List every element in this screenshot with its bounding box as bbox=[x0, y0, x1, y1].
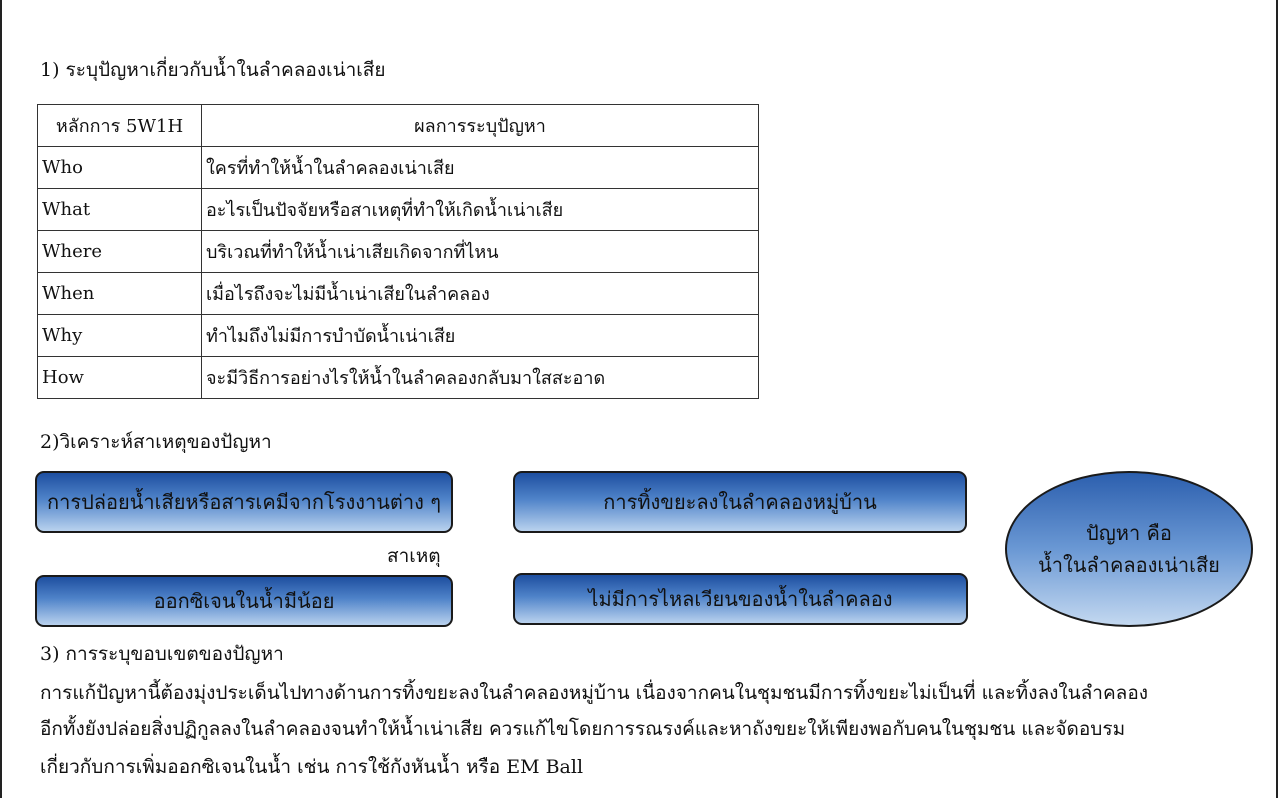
table-cell-key: Where bbox=[37, 230, 202, 273]
table-cell-value: จะมีวิธีการอย่างไรให้น้ำในลำคลองกลับมาใส… bbox=[201, 356, 759, 399]
table-header-result: ผลการระบุปัญหา bbox=[201, 104, 759, 147]
table-header-row: หลักการ 5W1H ผลการระบุปัญหา bbox=[37, 104, 759, 147]
problem-line2: น้ำในลำคลองเน่าเสีย bbox=[1038, 553, 1220, 577]
table-cell-key: How bbox=[37, 356, 202, 399]
scope-paragraph-line3: เกี่ยวกับการเพิ่มออกซิเจนในน้ำ เช่น การใ… bbox=[40, 756, 584, 778]
table-cell-key: When bbox=[37, 272, 202, 315]
table-header-principle: หลักการ 5W1H bbox=[37, 104, 202, 147]
table-row: Where บริเวณที่ทำให้น้ำเน่าเสียเกิดจากที… bbox=[37, 230, 759, 273]
table-cell-value: ใครที่ทำให้น้ำในลำคลองเน่าเสีย bbox=[201, 146, 759, 189]
cause-label: สาเหตุ bbox=[387, 545, 441, 567]
table-cell-value: เมื่อไรถึงจะไม่มีน้ำเน่าเสียในลำคลอง bbox=[201, 272, 759, 315]
scope-paragraph-line2: อีกทั้งยังปล่อยสิ่งปฏิกูลลงในลำคลองจนทำใ… bbox=[40, 718, 1126, 740]
table-cell-value: ทำไมถึงไม่มีการบำบัดน้ำเน่าเสีย bbox=[201, 314, 759, 357]
table-row: What อะไรเป็นปัจจัยหรือสาเหตุที่ทำให้เกิ… bbox=[37, 188, 759, 231]
table-cell-key: What bbox=[37, 188, 202, 231]
section2-heading: 2)วิเคราะห์สาเหตุของปัญหา bbox=[40, 431, 272, 453]
table-cell-key: Why bbox=[37, 314, 202, 357]
cause-box-low-oxygen: ออกซิเจนในน้ำมีน้อย bbox=[35, 575, 453, 627]
cause-box-factory-wastewater: การปล่อยน้ำเสียหรือสารเคมีจากโรงงานต่าง … bbox=[35, 471, 453, 533]
table-row: Who ใครที่ทำให้น้ำในลำคลองเน่าเสีย bbox=[37, 146, 759, 189]
table-row: Why ทำไมถึงไม่มีการบำบัดน้ำเน่าเสีย bbox=[37, 314, 759, 357]
scope-paragraph-line1: การแก้ปัญหานี้ต้องมุ่งประเด็นไปทางด้านกา… bbox=[40, 682, 1149, 704]
problem-line1: ปัญหา คือ bbox=[1086, 521, 1172, 545]
table-cell-value: อะไรเป็นปัจจัยหรือสาเหตุที่ทำให้เกิดน้ำเ… bbox=[201, 188, 759, 231]
table-row: How จะมีวิธีการอย่างไรให้น้ำในลำคลองกลับ… bbox=[37, 356, 759, 399]
table-cell-value: บริเวณที่ทำให้น้ำเน่าเสียเกิดจากที่ไหน bbox=[201, 230, 759, 273]
cause-box-no-circulation: ไม่มีการไหลเวียนของน้ำในลำคลอง bbox=[513, 573, 968, 625]
table-row: When เมื่อไรถึงจะไม่มีน้ำเน่าเสียในลำคลอ… bbox=[37, 272, 759, 315]
section1-heading: 1) ระบุปัญหาเกี่ยวกับน้ำในลำคลองเน่าเสีย bbox=[40, 59, 386, 81]
table-cell-key: Who bbox=[37, 146, 202, 189]
problem-ellipse: ปัญหา คือ น้ำในลำคลองเน่าเสีย bbox=[1005, 471, 1253, 627]
cause-box-garbage-dumping: การทิ้งขยะลงในลำคลองหมู่บ้าน bbox=[513, 471, 967, 533]
section3-heading: 3) การระบุขอบเขตของปัญหา bbox=[40, 643, 284, 665]
5w1h-table: หลักการ 5W1H ผลการระบุปัญหา Who ใครที่ทำ… bbox=[37, 104, 759, 399]
